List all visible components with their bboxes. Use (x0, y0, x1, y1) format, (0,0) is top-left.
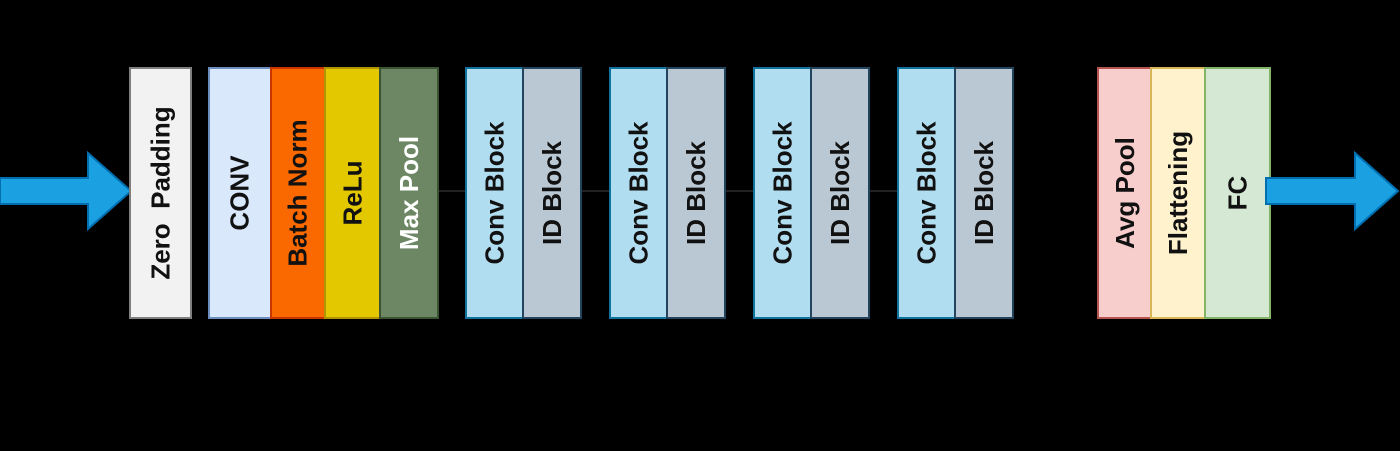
fc-label: FC (1222, 175, 1253, 211)
res-stage-4-id-block: ID Block (954, 67, 1014, 319)
conv-block-stage1: CONV (208, 67, 272, 319)
id-block-label: ID Block (825, 140, 855, 246)
id-block-label: ID Block (537, 140, 567, 246)
conv-label: CONV (225, 155, 255, 231)
res-stage-2-conv-block: Conv Block (609, 67, 668, 319)
flattening-label: Flattening (1163, 130, 1193, 256)
res-stage-1-conv-block: Conv Block (465, 67, 524, 319)
res-stage-1-id-block: ID Block (522, 67, 582, 319)
conv-block-label: Conv Block (767, 121, 798, 265)
relu-label: ReLu (337, 160, 368, 226)
avg-pool-block: Avg Pool (1097, 67, 1152, 319)
input-arrow (0, 150, 133, 232)
max-pool-block: Max Pool (379, 67, 439, 319)
fc-block: FC (1204, 67, 1271, 319)
batch-norm-block: Batch Norm (270, 67, 326, 319)
connector-1 (439, 190, 466, 192)
relu-block: ReLu (324, 67, 381, 319)
flattening-block: Flattening (1150, 67, 1206, 319)
conv-block-label: Conv Block (911, 121, 942, 265)
output-arrow (1265, 150, 1400, 232)
id-block-label: ID Block (969, 140, 999, 246)
id-block-label: ID Block (681, 140, 711, 246)
batch-norm-label: Batch Norm (283, 119, 314, 267)
avg-pool-label: Avg Pool (1109, 137, 1140, 249)
res-stage-2-id-block: ID Block (666, 67, 726, 319)
conv-block-label: Conv Block (623, 121, 654, 265)
connector-2 (582, 190, 610, 192)
zero-padding-label: Zero Padding (145, 106, 176, 280)
conv-block-label: Conv Block (479, 121, 510, 265)
connector-4 (870, 190, 898, 192)
res-stage-3-conv-block: Conv Block (753, 67, 812, 319)
connector-3 (726, 190, 754, 192)
res-stage-3-id-block: ID Block (810, 67, 870, 319)
max-pool-label: Max Pool (394, 135, 425, 251)
zero-padding-block: Zero Padding (129, 67, 192, 319)
res-stage-4-conv-block: Conv Block (897, 67, 956, 319)
